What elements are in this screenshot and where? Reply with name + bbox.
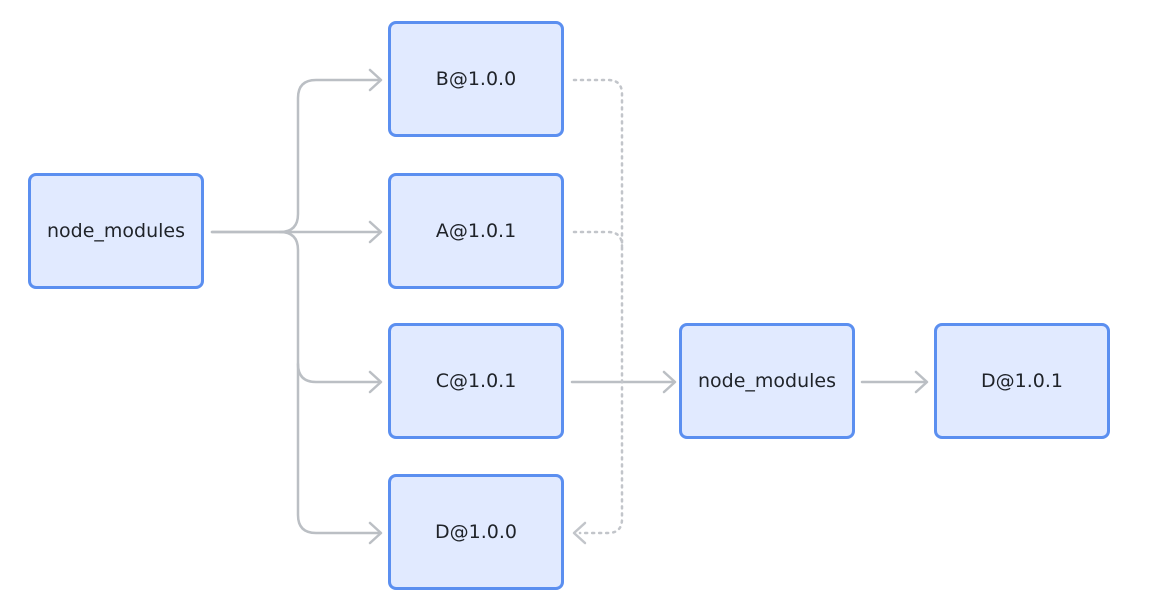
arrowhead-d xyxy=(368,521,383,545)
arrowhead-c xyxy=(368,370,383,394)
arrowhead-modules-d xyxy=(914,370,929,394)
arrowhead-c-modules xyxy=(662,370,677,394)
arrowhead-a xyxy=(368,220,383,244)
node-c-modules-label: node_modules xyxy=(697,370,837,392)
node-d-root[interactable]: D@1.0.0 xyxy=(388,474,564,590)
node-d-root-label: D@1.0.0 xyxy=(435,521,517,543)
node-d-nested[interactable]: D@1.0.1 xyxy=(934,323,1110,439)
node-root-modules[interactable]: node_modules xyxy=(28,173,204,289)
arrowhead-dotted-d xyxy=(572,521,587,545)
node-c[interactable]: C@1.0.1 xyxy=(388,323,564,439)
node-root-modules-label: node_modules xyxy=(46,220,186,242)
node-c-label: C@1.0.1 xyxy=(435,370,517,392)
dotted-edge-b-to-d xyxy=(572,78,624,535)
node-b[interactable]: B@1.0.0 xyxy=(388,21,564,137)
node-b-label: B@1.0.0 xyxy=(435,68,517,90)
node-d-nested-label: D@1.0.1 xyxy=(981,370,1063,392)
edge-root-to-c xyxy=(278,230,382,384)
dotted-edge-a-to-d xyxy=(572,230,624,248)
edge-root-to-d xyxy=(296,362,382,535)
node-a-label: A@1.0.1 xyxy=(435,220,517,242)
node-c-modules[interactable]: node_modules xyxy=(679,323,855,439)
arrowhead-b xyxy=(368,68,383,92)
node-a[interactable]: A@1.0.1 xyxy=(388,173,564,289)
edge-root-to-b xyxy=(210,78,382,234)
